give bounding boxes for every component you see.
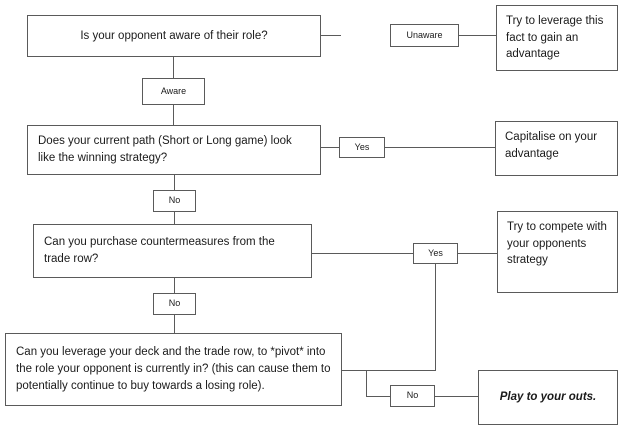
- outcome-box-compete-strategy[interactable]: Try to compete with your opponents strat…: [497, 211, 618, 293]
- edge-label-aware-text: Aware: [160, 85, 187, 96]
- connector-no2-to-q4: [174, 315, 175, 333]
- edge-label-yes-path[interactable]: Yes: [339, 137, 385, 158]
- connector-q1-to-aware: [173, 56, 174, 78]
- edge-label-unaware[interactable]: Unaware: [390, 24, 459, 47]
- edge-label-no-countermeasures-text: No: [168, 298, 181, 309]
- question-box-purchase-countermeasures[interactable]: Can you purchase countermeasures from th…: [33, 224, 312, 278]
- question-box-current-path-winning[interactable]: Does your current path (Short or Long ga…: [27, 125, 321, 175]
- connector-junction-to-no3: [366, 396, 391, 397]
- question-box-opponent-aware-label: Is your opponent aware of their role?: [80, 29, 268, 42]
- edge-label-no-path[interactable]: No: [153, 190, 196, 212]
- connector-aware-to-q2: [173, 105, 174, 125]
- question-box-opponent-aware[interactable]: Is your opponent aware of their role?: [27, 15, 321, 57]
- edge-label-no-pivot[interactable]: No: [390, 385, 435, 407]
- edge-label-yes-countermeasures[interactable]: Yes: [413, 243, 458, 264]
- connector-yes2-to-compete: [458, 253, 497, 254]
- edge-label-yes-path-text: Yes: [354, 141, 370, 152]
- connector-junction-down: [366, 370, 367, 396]
- connector-unaware-to-leverage: [458, 35, 496, 36]
- connector-q2-to-yes1: [321, 147, 339, 148]
- connector-q3-to-yes2: [312, 253, 413, 254]
- edge-label-unaware-text: Unaware: [406, 29, 443, 40]
- edge-label-no-countermeasures[interactable]: No: [153, 293, 196, 315]
- question-box-current-path-winning-label: Does your current path (Short or Long ga…: [38, 135, 292, 164]
- question-box-pivot-role[interactable]: Can you leverage your deck and the trade…: [5, 333, 342, 406]
- outcome-box-play-to-your-outs-label: Play to your outs.: [499, 391, 597, 404]
- outcome-box-capitalise-advantage[interactable]: Capitalise on your advantage: [495, 121, 618, 176]
- connector-yes1-to-capitalise: [385, 147, 495, 148]
- outcome-box-leverage-advantage[interactable]: Try to leverage this fact to gain an adv…: [496, 5, 618, 71]
- connector-q1-to-unaware: [320, 35, 341, 36]
- connector-yes2-down: [435, 263, 436, 371]
- connector-q3-to-no2: [174, 278, 175, 293]
- connector-q2-to-no1: [174, 175, 175, 190]
- edge-label-aware[interactable]: Aware: [142, 78, 205, 105]
- question-box-purchase-countermeasures-label: Can you purchase countermeasures from th…: [44, 236, 275, 265]
- outcome-box-leverage-advantage-label: Try to leverage this fact to gain an adv…: [506, 15, 604, 61]
- edge-label-no-pivot-text: No: [406, 390, 419, 401]
- connector-no3-to-play-outs: [435, 396, 478, 397]
- edge-label-no-path-text: No: [168, 195, 181, 206]
- outcome-box-compete-strategy-label: Try to compete with your opponents strat…: [507, 221, 607, 267]
- outcome-box-play-to-your-outs[interactable]: Play to your outs.: [478, 370, 618, 425]
- outcome-box-capitalise-advantage-label: Capitalise on your advantage: [505, 131, 598, 160]
- connector-no1-to-q3: [174, 212, 175, 224]
- connector-q4-to-junction: [342, 370, 436, 371]
- question-box-pivot-role-label: Can you leverage your deck and the trade…: [16, 346, 331, 392]
- edge-label-yes-countermeasures-text: Yes: [428, 247, 443, 258]
